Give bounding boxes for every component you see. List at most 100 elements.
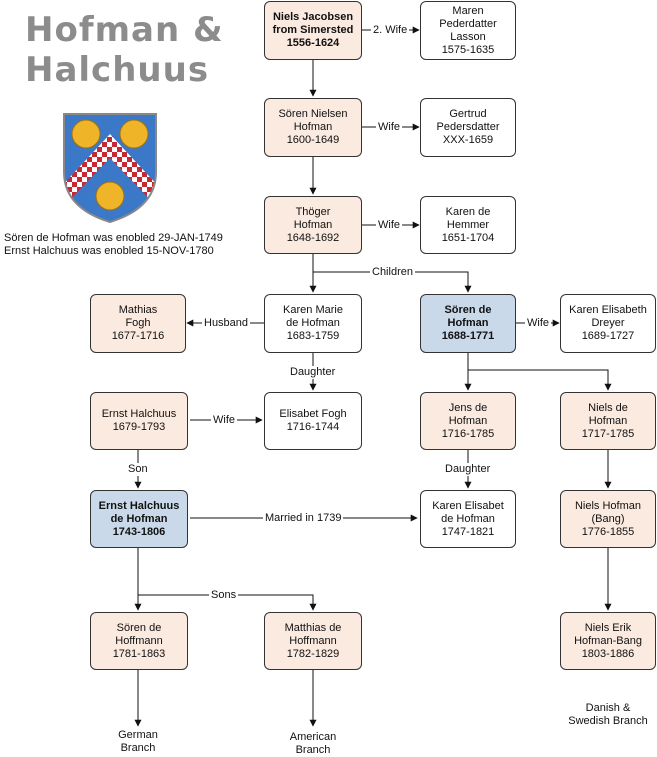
person-line: 1689-1727 <box>581 330 635 342</box>
label-wife-2: Wife <box>376 219 402 232</box>
label-wife-4: Wife <box>211 414 237 427</box>
person-soren-de-hoffmann: Sören de Hoffmann 1781-1863 <box>90 612 188 670</box>
label-wife-1: Wife <box>376 121 402 134</box>
label-married: Married in 1739 <box>263 512 344 525</box>
person-line: Hofman <box>447 317 489 329</box>
person-line: Pederdatter <box>439 17 497 30</box>
label-wife-3: Wife <box>525 317 551 330</box>
person-karen-elisabeth: Karen Elisabeth Dreyer 1689-1727 <box>560 294 656 353</box>
person-line: Hemmer <box>446 218 490 231</box>
person-line: 1651-1704 <box>441 231 495 244</box>
person-line: Gertrud <box>449 108 487 120</box>
person-line: Dreyer <box>591 317 625 329</box>
person-line: Hoffmann <box>115 634 163 647</box>
german-branch: German Branch <box>108 729 168 755</box>
label-2-wife: 2. Wife <box>371 24 410 37</box>
person-mathias-fogh: Mathias Fogh 1677-1716 <box>90 294 186 353</box>
label-children: Children <box>370 266 415 279</box>
person-line: 1747-1821 <box>441 525 495 538</box>
person-niels-jacobsen: Niels Jacobsen from Simersted 1556-1624 <box>264 1 362 60</box>
person-elisabet-fogh: Elisabet Fogh 1716-1744 <box>264 392 362 450</box>
label-daughter-2: Daughter <box>443 463 493 476</box>
person-line: de Hofman <box>286 317 340 329</box>
person-line: 1556-1624 <box>286 37 340 49</box>
person-maren: Maren Pederdatter Lasson 1575-1635 <box>420 1 516 60</box>
coat-of-arms-icon <box>63 113 157 224</box>
person-line: de Hofman <box>110 512 168 525</box>
person-line: Elisabet Fogh <box>279 408 347 420</box>
person-line: Lasson <box>450 30 486 43</box>
person-line: Hofman <box>588 414 628 427</box>
person-line: 1716-1785 <box>441 427 495 440</box>
person-line: 1716-1744 <box>286 421 340 433</box>
page-title: Hofman & Halchuus <box>25 10 224 90</box>
title-line-1: Hofman & <box>25 10 224 50</box>
link-children-sorende <box>313 271 472 293</box>
person-line: Mathias <box>118 304 158 316</box>
person-line: 1600-1649 <box>286 134 340 146</box>
person-line: Niels Erik <box>584 621 632 634</box>
note-ernst: Ernst Halchuus was enobled 15-NOV-1780 <box>4 245 214 257</box>
person-karen-elisabet: Karen Elisabet de Hofman 1747-1821 <box>420 490 516 548</box>
title-line-2: Halchuus <box>25 50 210 90</box>
person-line: Ernst Halchuus <box>101 408 177 420</box>
person-line: 1781-1863 <box>112 647 166 660</box>
person-line: Fogh <box>125 317 151 329</box>
person-line: Sören Nielsen <box>278 108 348 120</box>
person-line: Ernst Halchuus <box>98 499 180 512</box>
person-matthias-de-hoffmann: Matthias de Hoffmann 1782-1829 <box>264 612 362 670</box>
person-line: Hoffmann <box>289 634 337 647</box>
note-soren: Sören de Hofman was enobled 29-JAN-1749 <box>4 232 223 244</box>
link-sons-matthias <box>138 594 317 611</box>
link-sorende-niels <box>468 369 612 391</box>
person-line: from Simersted <box>272 24 354 36</box>
person-line: Jens de <box>448 401 488 414</box>
person-line: Niels de <box>588 401 628 414</box>
label-sons: Sons <box>209 589 239 602</box>
label-husband: Husband <box>202 317 251 330</box>
person-thoger: Thöger Hofman 1648-1692 <box>264 196 362 254</box>
person-line: Sören de <box>116 621 162 634</box>
person-ernst-halchuus-1679: Ernst Halchuus 1679-1793 <box>90 392 188 450</box>
label-daughter-1: Daughter <box>288 366 338 379</box>
branch-line: German <box>118 729 158 741</box>
person-soren-de-hofman: Sören de Hofman 1688-1771 <box>420 294 516 353</box>
person-jens-de-hofman: Jens de Hofman 1716-1785 <box>420 392 516 450</box>
branch-line: Branch <box>120 742 156 754</box>
branch-line: Branch <box>295 744 331 756</box>
person-line: Hofman-Bang <box>574 634 642 647</box>
person-line: 1683-1759 <box>286 330 340 342</box>
branch-line: American <box>289 731 337 743</box>
person-line: de Hofman <box>441 512 495 525</box>
label-son: Son <box>126 463 150 476</box>
person-line: Hofman <box>293 218 333 231</box>
person-line: Karen Elisabet <box>432 499 504 512</box>
person-soren-nielsen: Sören Nielsen Hofman 1600-1649 <box>264 98 362 157</box>
person-line: 1782-1829 <box>286 647 340 660</box>
danish-swedish-branch: Danish & Swedish Branch <box>560 702 656 728</box>
branch-line: Swedish Branch <box>568 715 648 727</box>
person-line: Maren <box>452 4 484 17</box>
person-karen-hemmer: Karen de Hemmer 1651-1704 <box>420 196 516 254</box>
person-line: XXX-1659 <box>442 134 494 146</box>
person-karen-marie: Karen Marie de Hofman 1683-1759 <box>264 294 362 353</box>
branch-line: Danish & <box>585 702 631 714</box>
person-line: 1679-1793 <box>112 421 166 433</box>
person-line: Niels Jacobsen <box>272 11 354 23</box>
person-line: Hofman <box>448 414 488 427</box>
person-line: Pedersdatter <box>436 121 500 133</box>
american-branch: American Branch <box>278 731 348 757</box>
person-line: (Bang) <box>591 512 625 525</box>
person-niels-de-hofman: Niels de Hofman 1717-1785 <box>560 392 656 450</box>
person-line: 1575-1635 <box>441 43 495 56</box>
enoblement-notes: Sören de Hofman was enobled 29-JAN-1749 … <box>4 232 223 258</box>
person-line: Thöger <box>295 205 331 218</box>
person-line: 1717-1785 <box>581 427 635 440</box>
person-line: Matthias de <box>284 621 342 634</box>
person-line: 1743-1806 <box>112 525 166 538</box>
person-niels-erik: Niels Erik Hofman-Bang 1803-1886 <box>560 612 656 670</box>
person-line: Karen Elisabeth <box>569 304 647 316</box>
person-line: Karen de <box>445 205 491 218</box>
person-line: Karen Marie <box>283 304 343 316</box>
person-line: Niels Hofman <box>574 499 642 512</box>
